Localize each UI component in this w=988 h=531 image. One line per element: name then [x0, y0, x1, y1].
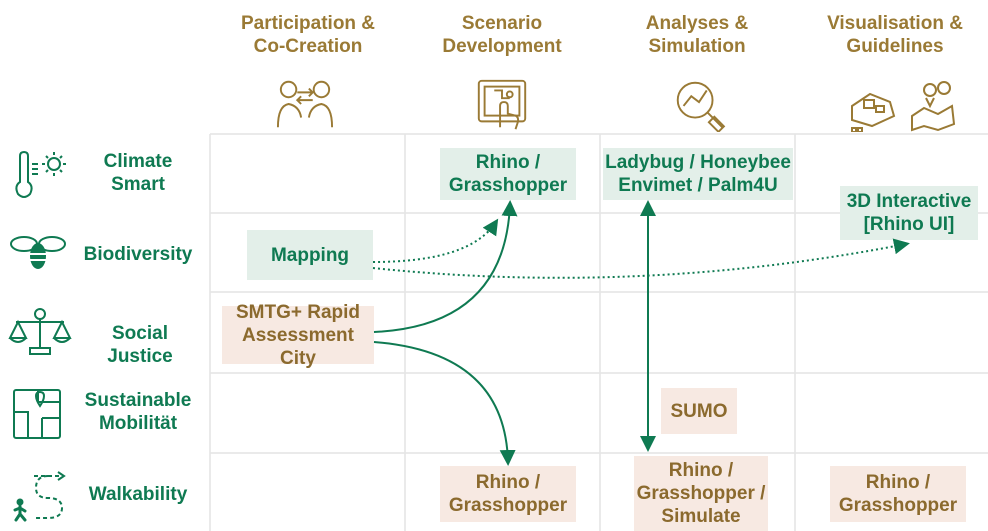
column-header-analyses: Analyses & Simulation: [607, 12, 787, 58]
box-rhino-grasshopper-climate: Rhino / Grasshopper: [440, 148, 576, 200]
box-line1: Rhino /: [865, 472, 931, 493]
people-exchange-icon: [276, 80, 334, 128]
arrow-smtg-to-rhino-top: [373, 200, 518, 333]
box-line2: Grasshopper: [838, 495, 958, 516]
thermometer-sun-icon: [15, 150, 66, 198]
box-line2: Grasshopper /: [636, 483, 766, 504]
arrow-smtg-to-rhino-bottom: [373, 341, 516, 466]
row-label-climate: Climate Smart: [78, 150, 198, 196]
column-header-participation: Participation & Co-Creation: [218, 12, 398, 58]
box-line1: SMTG+ Rapid: [235, 301, 361, 323]
row-label-line2: Smart: [111, 174, 165, 195]
column-header-scenario: Scenario Development: [412, 12, 592, 58]
map-pins-icon: [851, 81, 956, 132]
row-label-line1: Climate: [103, 151, 173, 172]
map-icon: [13, 389, 61, 439]
box-3d-interactive: 3D Interactive [Rhino UI]: [840, 186, 978, 240]
touchscreen-icon: [477, 79, 527, 130]
column-header-line1: Visualisation &: [827, 13, 963, 34]
column-header-line2: Development: [442, 36, 562, 57]
row-label-line1: Sustainable: [84, 390, 192, 411]
arrow-mapping-to-interactive: [372, 238, 910, 279]
box-line1: Rhino /: [668, 460, 734, 481]
box-line2: Grasshopper: [448, 495, 568, 516]
box-line1: Rhino /: [475, 472, 541, 493]
box-rhino-grasshopper-simulate: Rhino / Grasshopper / Simulate: [634, 456, 768, 531]
column-header-line2: Simulation: [648, 36, 746, 57]
row-label-line1: Biodiversity: [83, 244, 193, 265]
bee-icon: [10, 236, 66, 269]
arrow-mapping-to-rhino: [372, 218, 499, 263]
box-line1: SUMO: [670, 400, 728, 422]
row-label-line1: Social Justice: [107, 323, 173, 367]
box-mapping: Mapping: [247, 230, 373, 280]
row-label-social-justice: Social Justice: [78, 322, 202, 368]
row-label-line1: Walkability: [88, 484, 188, 505]
box-line2: [Rhino UI]: [863, 214, 955, 235]
magnifier-chart-icon: [676, 81, 726, 132]
box-line2: Envimet / Palm4U: [618, 175, 778, 196]
column-header-line1: Analyses &: [645, 13, 749, 34]
row-label-mobility: Sustainable Mobilität: [78, 389, 198, 435]
box-line1: 3D Interactive: [846, 191, 972, 212]
walker-path-icon: [13, 471, 66, 522]
box-line1: Ladybug / Honeybee: [605, 152, 791, 173]
row-label-line2: Mobilität: [98, 413, 178, 434]
box-smtg-rapid-assessment: SMTG+ Rapid Assessment City: [222, 302, 374, 369]
box-line2: Assessment City: [242, 324, 354, 369]
column-header-line1: Participation &: [240, 13, 376, 34]
row-label-biodiversity: Biodiversity: [78, 243, 198, 266]
box-rhino-grasshopper-visual: Rhino / Grasshopper: [830, 466, 966, 522]
box-line1: Mapping: [270, 244, 350, 266]
box-line2: Grasshopper: [448, 175, 568, 196]
box-line1: Rhino /: [475, 152, 541, 173]
column-header-line2: Co-Creation: [253, 36, 363, 57]
row-label-walkability: Walkability: [78, 483, 198, 506]
box-ladybug-honeybee: Ladybug / Honeybee Envimet / Palm4U: [603, 148, 793, 200]
column-header-visualisation: Visualisation & Guidelines: [805, 12, 985, 58]
column-header-line1: Scenario: [461, 13, 543, 34]
box-sumo: SUMO: [661, 388, 737, 434]
scales-icon: [8, 308, 72, 355]
box-rhino-grasshopper-walkability: Rhino / Grasshopper: [440, 466, 576, 522]
box-line3: Simulate: [661, 506, 741, 527]
column-header-line2: Guidelines: [846, 36, 944, 57]
